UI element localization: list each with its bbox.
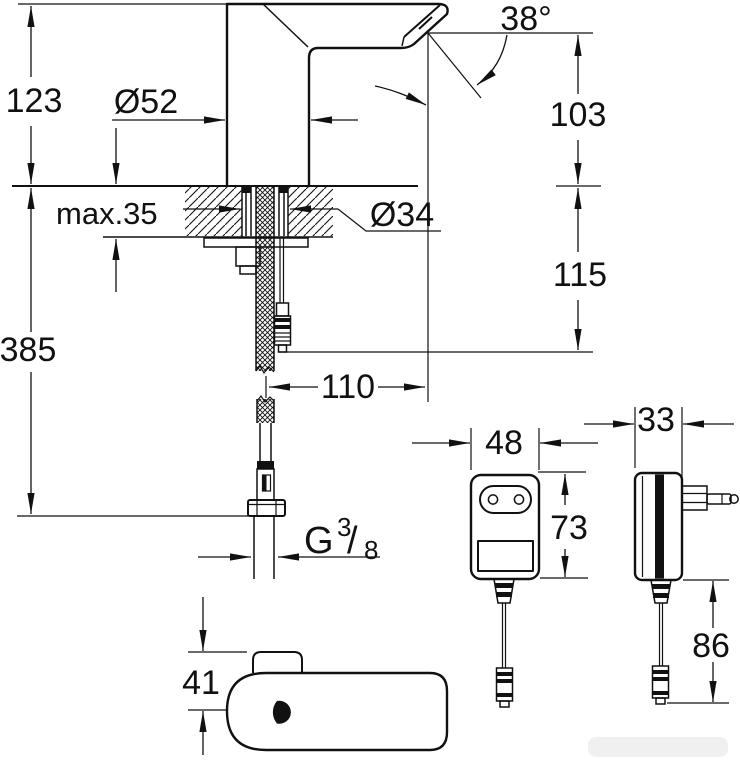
angle-arc-leader: [476, 34, 508, 86]
dim-outlet-height: 103: [550, 96, 607, 134]
outlet-leader-arrow: [374, 85, 427, 106]
extension-lines: [17, 3, 729, 711]
faucet-front-body: [225, 671, 449, 752]
spout-chamfer-edge: [262, 3, 309, 48]
power-adapter-side-view: [633, 471, 739, 705]
dim-spout-angle: 38°: [500, 0, 551, 38]
dim-sensor-offset: 41: [182, 664, 220, 702]
cable-plug-top: [275, 302, 290, 317]
adapter-label-area: [477, 540, 534, 572]
dim-body-diameter: Ø52: [114, 83, 178, 121]
power-adapter-front-view: [469, 473, 541, 708]
faucet-front-spout-tab: [252, 651, 303, 673]
angle-reference-line: [427, 32, 482, 99]
cable-plug-tip: [277, 344, 288, 353]
dim-deck-thickness: max.35: [56, 196, 158, 231]
hose-break-edge: [255, 364, 275, 375]
hole-dia-leader: [337, 208, 441, 232]
faucet-front-view: [225, 651, 449, 752]
dim-below-deck: 115: [553, 256, 607, 294]
mounting-nut-step: [239, 265, 257, 275]
dim-thread-prefix: G: [304, 520, 334, 562]
dim-adapter-depth: 33: [637, 401, 675, 439]
dim-adapter-height: 73: [550, 509, 588, 547]
dimension-lines: [27, 6, 734, 755]
plug-pin-tip: [729, 494, 739, 504]
deck-hatch-left: [185, 187, 242, 236]
dim-cable-length: 86: [692, 627, 730, 665]
dimension-labels: 123 Ø52 38° 103 max.35 Ø34 115 385 110 G…: [0, 0, 730, 702]
spout-face-inner-line: [403, 4, 441, 38]
g38-union-nut: [247, 499, 286, 517]
dim-thread-slash: /: [347, 520, 358, 562]
dim-thread-numerator: 3: [337, 512, 351, 542]
spout-tip-edge: [401, 36, 405, 47]
strain-relief-side: [650, 579, 672, 604]
shank-flange-left: [242, 187, 252, 193]
hose-stub: [257, 399, 274, 423]
faint-watermark: [588, 737, 728, 757]
dim-hose-drop: 385: [0, 331, 56, 369]
socket-recess: [479, 485, 532, 514]
deck-hatch-right: [288, 187, 333, 236]
hose-fitting-band: [257, 461, 274, 469]
adapter-side-seam: [655, 474, 664, 579]
plug-pin: [706, 493, 732, 505]
shank-flange-right: [278, 187, 288, 193]
dim-height-above-deck: 123: [6, 82, 63, 120]
braided-hose: [256, 187, 274, 371]
mounting-shank-and-hose: [203, 187, 309, 579]
socket-pin-hole-left: [487, 494, 499, 505]
dim-thread-denominator: 8: [364, 535, 378, 565]
faucet-side-view: [225, 2, 449, 188]
strain-relief-front: [493, 578, 515, 604]
dim-hole-diameter: Ø34: [370, 196, 434, 234]
dim-spout-reach: 110: [321, 368, 375, 406]
sensor-window: [272, 700, 291, 724]
aerator-slot-line: [418, 16, 433, 30]
faucet-silhouette: [225, 2, 449, 188]
socket-pin-hole-right: [513, 494, 525, 505]
plug-base: [681, 485, 708, 511]
dim-adapter-width: 48: [485, 424, 523, 462]
